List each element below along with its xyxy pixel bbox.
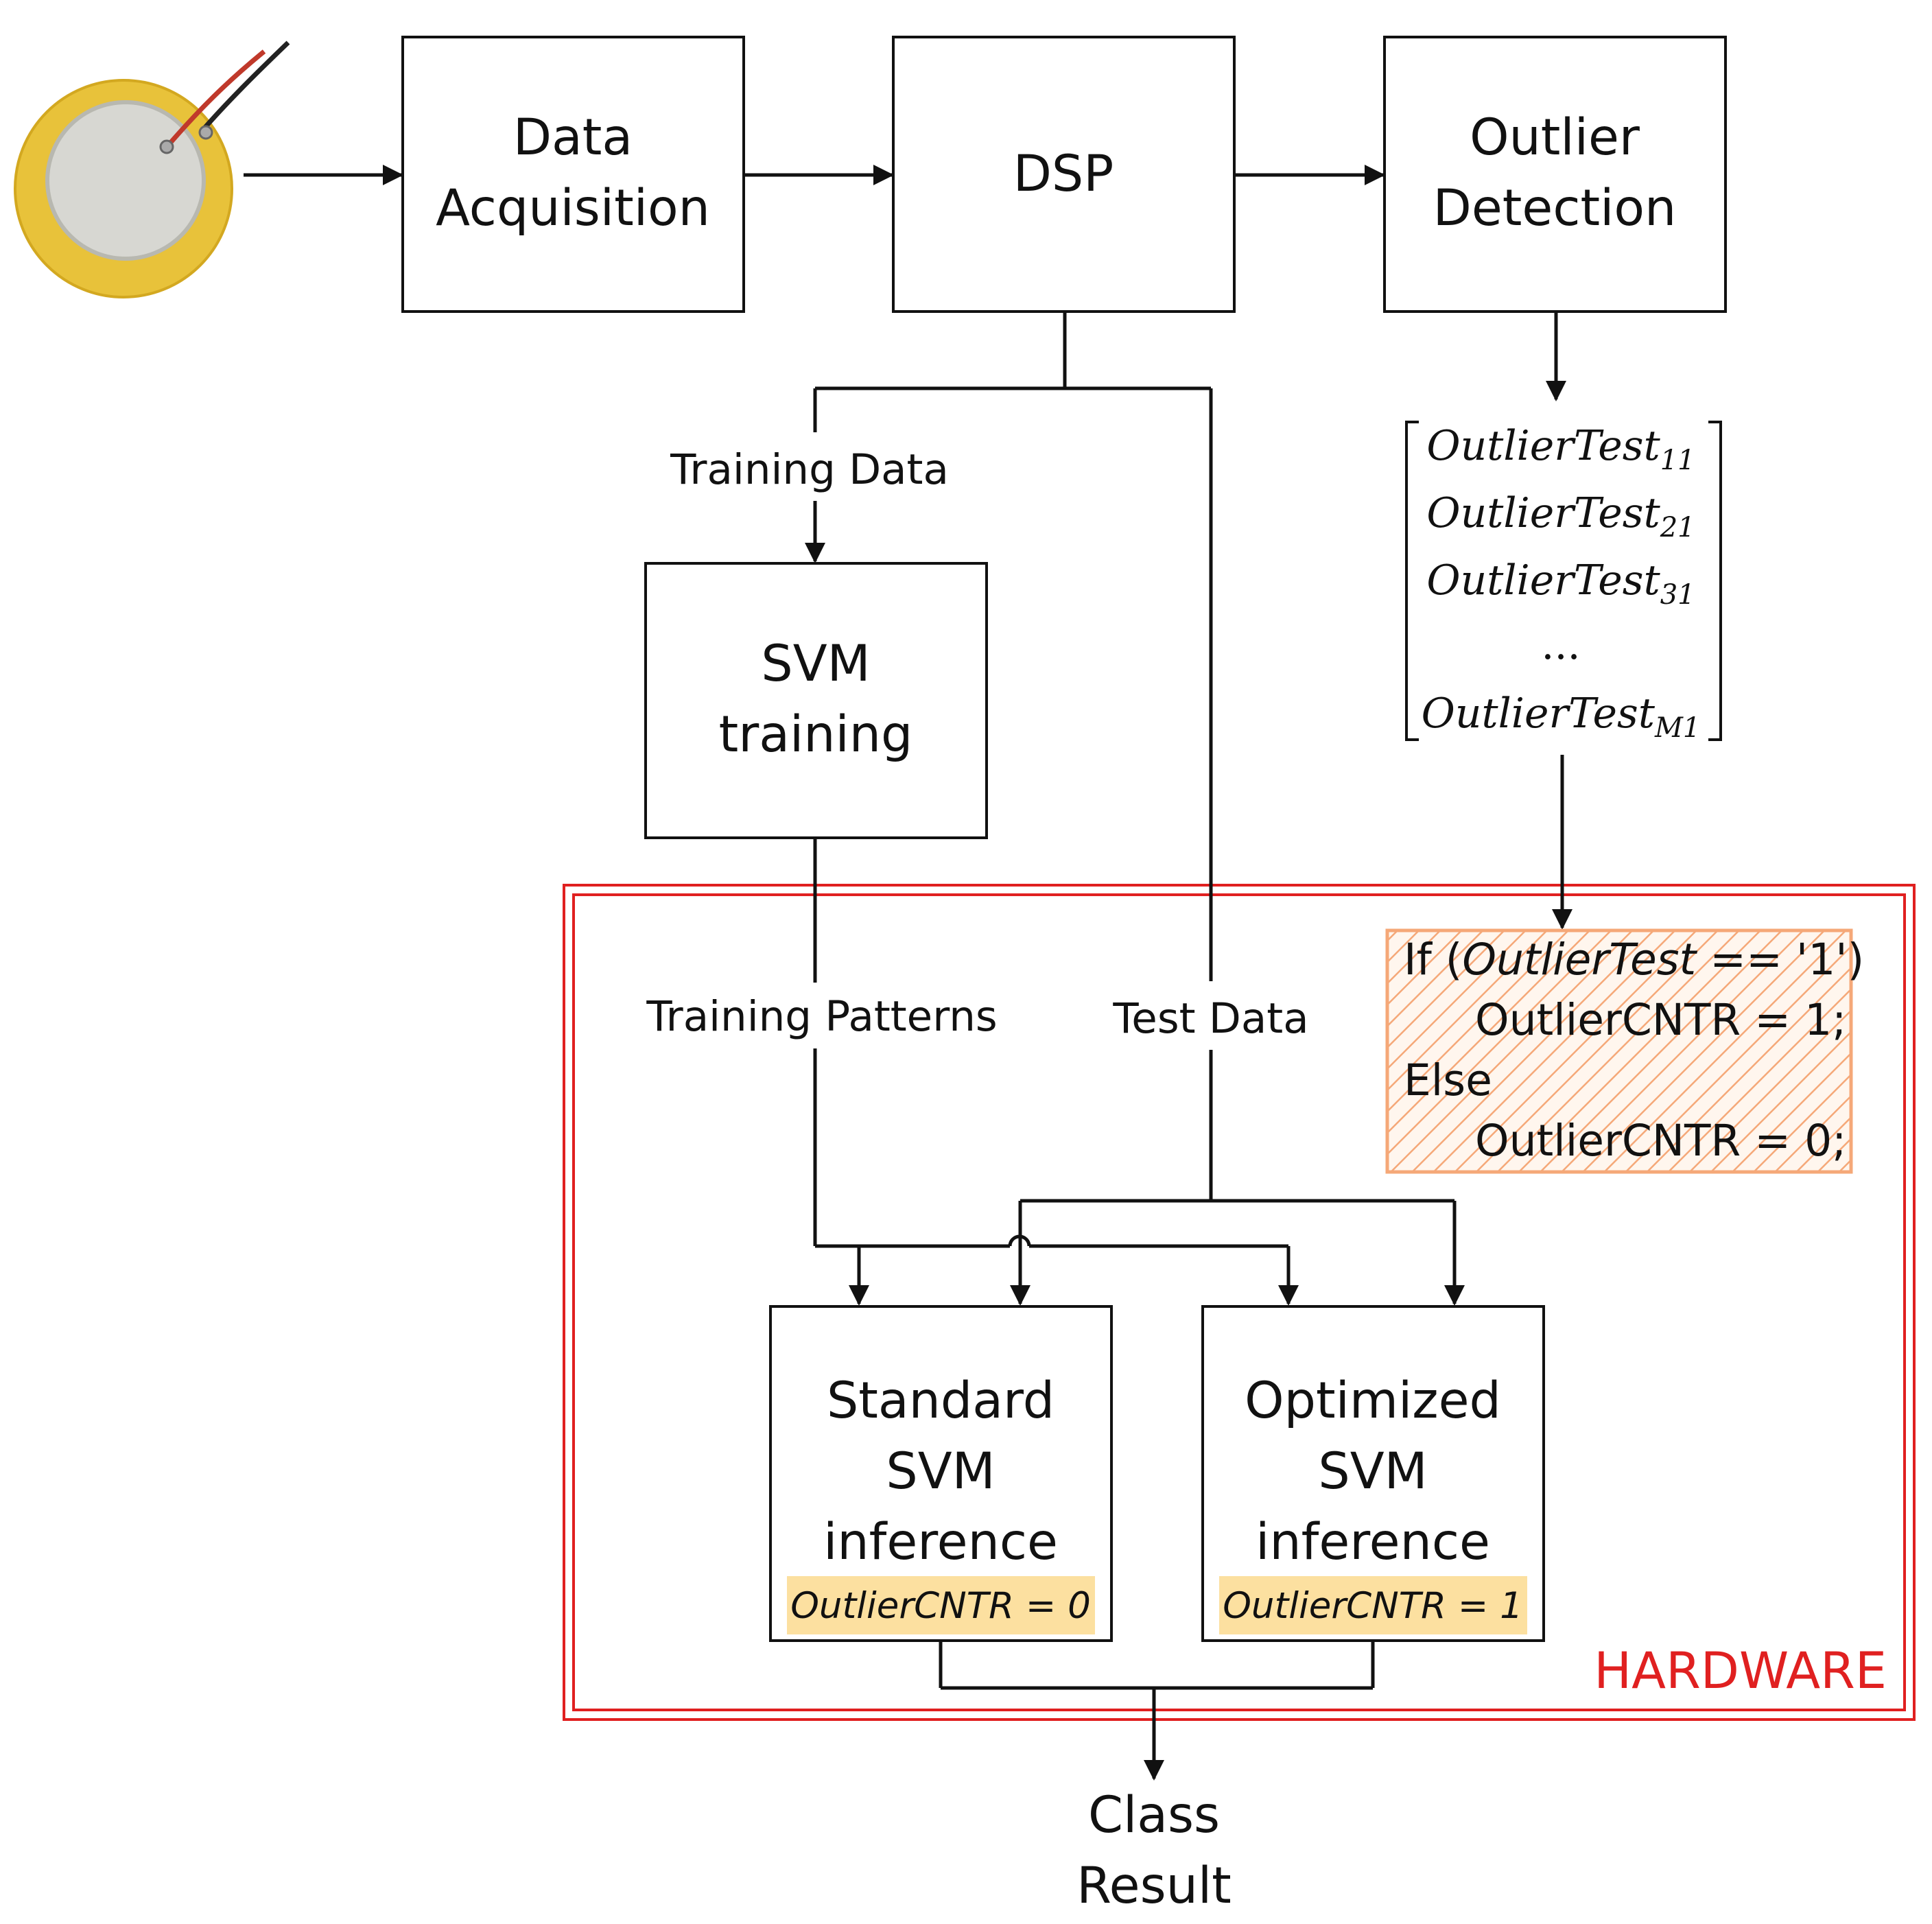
dsp-label: DSP bbox=[1013, 145, 1114, 203]
code-line-else-body: OutlierCNTR = 0; bbox=[1475, 1116, 1846, 1166]
hardware-region: HARDWARE bbox=[563, 884, 1916, 1721]
vector-ellipsis: ... bbox=[1541, 621, 1580, 669]
svm-training-box: SVM training bbox=[644, 562, 988, 839]
data-acquisition-line2: Acquisition bbox=[436, 179, 710, 237]
vector-entry-m: OutlierTestM1 bbox=[1422, 690, 1701, 744]
standard-svm-inference-box: Standard SVM inference OutlierCNTR = 0 bbox=[769, 1305, 1113, 1642]
code-line-else: Else bbox=[1404, 1055, 1492, 1105]
training-data-label: Training Data bbox=[670, 445, 949, 494]
vector-entry-3: OutlierTest31 bbox=[1426, 556, 1695, 611]
test-data-lines bbox=[1010, 1050, 1465, 1306]
output-merge-lines bbox=[939, 1641, 1375, 1781]
optimized-svm-inference-box: Optimized SVM inference OutlierCNTR = 1 bbox=[1201, 1305, 1545, 1642]
standard-condition: OutlierCNTR = 0 bbox=[790, 1585, 1091, 1627]
dsp-box: DSP bbox=[892, 36, 1236, 313]
outlier-code-block: If (OutlierTest == '1') OutlierCNTR = 1;… bbox=[1385, 928, 1864, 1174]
outlier-detection-box: Outlier Detection bbox=[1383, 36, 1727, 313]
data-acquisition-line1: Data bbox=[513, 108, 633, 167]
optimized-svm-line3: inference bbox=[1256, 1513, 1490, 1571]
standard-svm-line3: inference bbox=[823, 1513, 1058, 1571]
svm-training-line1: SVM bbox=[761, 635, 870, 693]
vector-entry-1: OutlierTest11 bbox=[1426, 422, 1695, 476]
test-data-label: Test Data bbox=[1112, 994, 1308, 1043]
standard-svm-line2: SVM bbox=[886, 1442, 995, 1501]
piezo-sensor-icon bbox=[14, 40, 290, 298]
training-patterns-lines bbox=[813, 838, 1299, 1306]
code-line-if: If (OutlierTest == '1') bbox=[1404, 935, 1864, 985]
code-line-then: OutlierCNTR = 1; bbox=[1475, 995, 1846, 1045]
optimized-condition: OutlierCNTR = 1 bbox=[1223, 1585, 1523, 1627]
optimized-svm-line2: SVM bbox=[1318, 1442, 1427, 1501]
class-result-line1: Class bbox=[1088, 1786, 1220, 1844]
outlier-test-vector: OutlierTest11 OutlierTest21 OutlierTest3… bbox=[1405, 421, 1722, 744]
hardware-label: HARDWARE bbox=[1594, 1642, 1887, 1700]
optimized-svm-line1: Optimized bbox=[1245, 1372, 1501, 1430]
vector-entry-2: OutlierTest21 bbox=[1426, 489, 1695, 543]
standard-svm-line1: Standard bbox=[827, 1372, 1055, 1430]
outlier-detection-line1: Outlier bbox=[1470, 108, 1640, 167]
svm-training-line2: training bbox=[719, 705, 913, 764]
data-acquisition-box: Data Acquisition bbox=[401, 36, 745, 313]
outlier-detection-line2: Detection bbox=[1433, 179, 1677, 237]
class-result-line2: Result bbox=[1076, 1857, 1232, 1915]
training-patterns-label: Training Patterns bbox=[646, 992, 997, 1041]
dsp-split-lines bbox=[805, 312, 1213, 981]
